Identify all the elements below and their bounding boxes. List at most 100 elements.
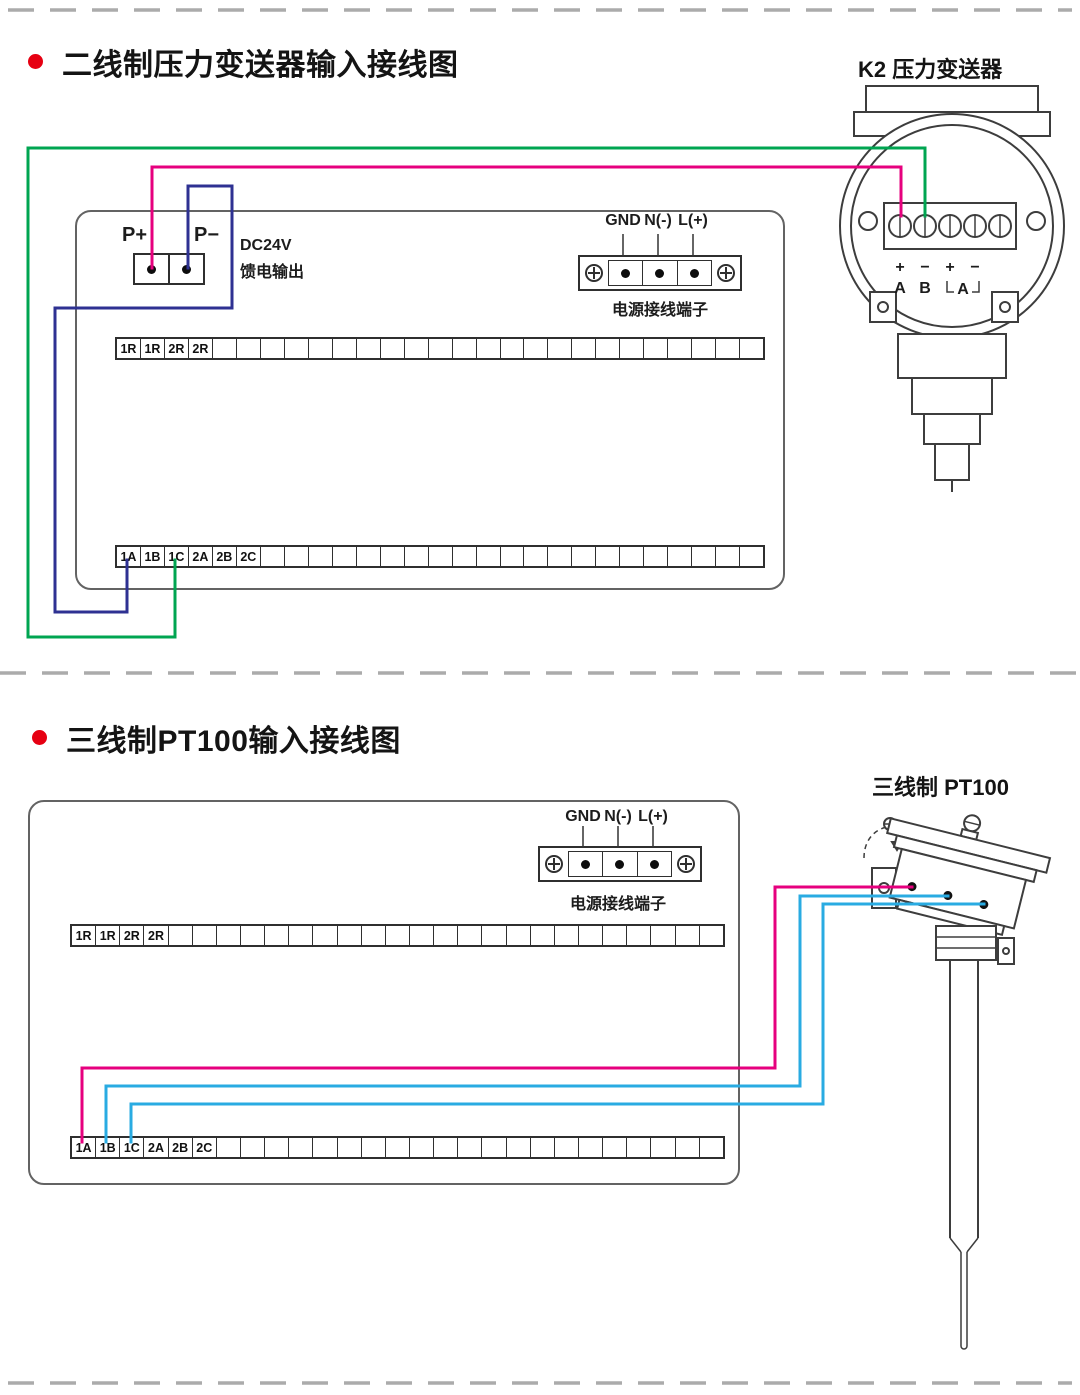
- power-terminal-n: [603, 852, 638, 876]
- section2-title: 三线制PT100输入接线图: [66, 725, 401, 758]
- mounting-bracket: [871, 867, 897, 909]
- terminal-cell-empty: [548, 339, 573, 358]
- terminal-cell-empty: [309, 339, 333, 358]
- power-terminal-l: [638, 852, 671, 876]
- terminal-cell-empty: [644, 547, 669, 566]
- power-terminal-block-2: [538, 846, 702, 882]
- terminal-cell-empty: [458, 1138, 483, 1157]
- terminal-cell-empty: [217, 1138, 241, 1157]
- terminal-cell-empty: [458, 926, 483, 945]
- terminal-cell-empty: [338, 1138, 362, 1157]
- terminal-dot: [689, 268, 699, 278]
- terminal-cell-empty: [453, 547, 477, 566]
- terminal-cell-empty: [289, 926, 314, 945]
- power-block-caption-2: 电源接线端子: [569, 896, 667, 913]
- terminal-cell-empty: [381, 339, 405, 358]
- terminal-cell-empty: [501, 547, 525, 566]
- power-terminals: [568, 851, 672, 877]
- gnd-label-2: GND: [565, 808, 601, 825]
- terminal-cell-2B: 2B: [169, 1138, 193, 1157]
- terminal-cell-empty: [651, 1138, 676, 1157]
- transmitter-terminal-icon: [988, 214, 1012, 238]
- terminal-cell-empty: [405, 547, 429, 566]
- sensor-terminal-dot: [907, 882, 917, 892]
- housing-screw-icon: [1026, 211, 1046, 231]
- terminal-cell-empty: [627, 1138, 652, 1157]
- terminal-cell-empty: [572, 339, 597, 358]
- terminal-cell-2R: 2R: [120, 926, 145, 945]
- terminal-cell-2A: 2A: [189, 547, 213, 566]
- terminal-cell-empty: [572, 547, 597, 566]
- power-terminal-gnd: [609, 261, 644, 285]
- terminal-cell-empty: [241, 926, 266, 945]
- power-block-caption-1: 电源接线端子: [611, 302, 709, 319]
- terminal-cell-empty: [477, 339, 501, 358]
- screw-icon: [717, 264, 735, 282]
- svg-text:−: −: [970, 259, 979, 276]
- terminal-cell-empty: [410, 926, 435, 945]
- terminal-cell-1R: 1R: [117, 339, 141, 358]
- neutral-label-2: N(-): [604, 808, 632, 825]
- terminal-cell-empty: [193, 926, 217, 945]
- svg-text:−: −: [920, 259, 929, 276]
- bullet-icon: [28, 54, 43, 69]
- terminal-cell-empty: [579, 926, 604, 945]
- power-terminal-l: [678, 261, 711, 285]
- terminal-cell-empty: [531, 926, 555, 945]
- terminal-cell-2B: 2B: [213, 547, 237, 566]
- head-screw-icon: [963, 814, 982, 833]
- terminal-cell-empty: [548, 547, 573, 566]
- terminal-cell-empty: [362, 926, 386, 945]
- terminal-cell-empty: [555, 1138, 579, 1157]
- terminal-cell-empty: [644, 339, 669, 358]
- terminal-cell-empty: [668, 547, 693, 566]
- feed-output-caption: 馈电输出: [240, 264, 305, 281]
- feed-terminal-p-minus: [170, 255, 203, 283]
- terminal-cell-empty: [507, 926, 531, 945]
- terminal-cell-2A: 2A: [144, 1138, 169, 1157]
- terminal-cell-empty: [289, 1138, 314, 1157]
- terminal-cell-empty: [285, 547, 309, 566]
- terminal-cell-empty: [716, 547, 741, 566]
- terminal-cell-2C: 2C: [237, 547, 261, 566]
- terminal-cell-empty: [237, 339, 261, 358]
- neutral-label-1: N(-): [644, 212, 672, 229]
- terminal-cell-1A: 1A: [117, 547, 141, 566]
- terminal-cell-empty: [668, 339, 693, 358]
- terminal-cell-1C: 1C: [165, 547, 189, 566]
- terminal-cell-2R: 2R: [189, 339, 213, 358]
- terminal-cell-empty: [524, 547, 549, 566]
- terminal-cell-empty: [700, 1138, 723, 1157]
- hex-collar: [935, 925, 997, 961]
- terminal-cell-empty: [676, 926, 700, 945]
- housing-screw-icon: [858, 211, 878, 231]
- terminal-cell-empty: [313, 1138, 338, 1157]
- rtd-element: [960, 1252, 968, 1350]
- svg-text:A: A: [894, 280, 906, 297]
- terminal-cell-empty: [241, 1138, 266, 1157]
- svg-text:+: +: [895, 259, 904, 276]
- terminal-cell-empty: [434, 1138, 459, 1157]
- terminal-cell-empty: [627, 926, 652, 945]
- terminal-cell-empty: [740, 339, 763, 358]
- screw-icon: [545, 855, 563, 873]
- screw-icon: [585, 264, 603, 282]
- terminal-cell-empty: [596, 339, 621, 358]
- pt100-device-label: 三线制 PT100: [872, 775, 1009, 800]
- terminal-cell-2R: 2R: [144, 926, 169, 945]
- terminal-dot: [147, 264, 156, 274]
- terminal-cell-empty: [579, 1138, 604, 1157]
- sensor-terminal-dot: [979, 899, 989, 909]
- svg-text:A: A: [957, 281, 969, 298]
- terminal-cell-empty: [700, 926, 723, 945]
- terminal-cell-empty: [651, 926, 676, 945]
- terminal-cell-empty: [217, 926, 241, 945]
- terminal-cell-empty: [313, 926, 338, 945]
- terminal-dot: [649, 859, 659, 869]
- terminal-cell-empty: [410, 1138, 435, 1157]
- terminal-cell-empty: [716, 339, 741, 358]
